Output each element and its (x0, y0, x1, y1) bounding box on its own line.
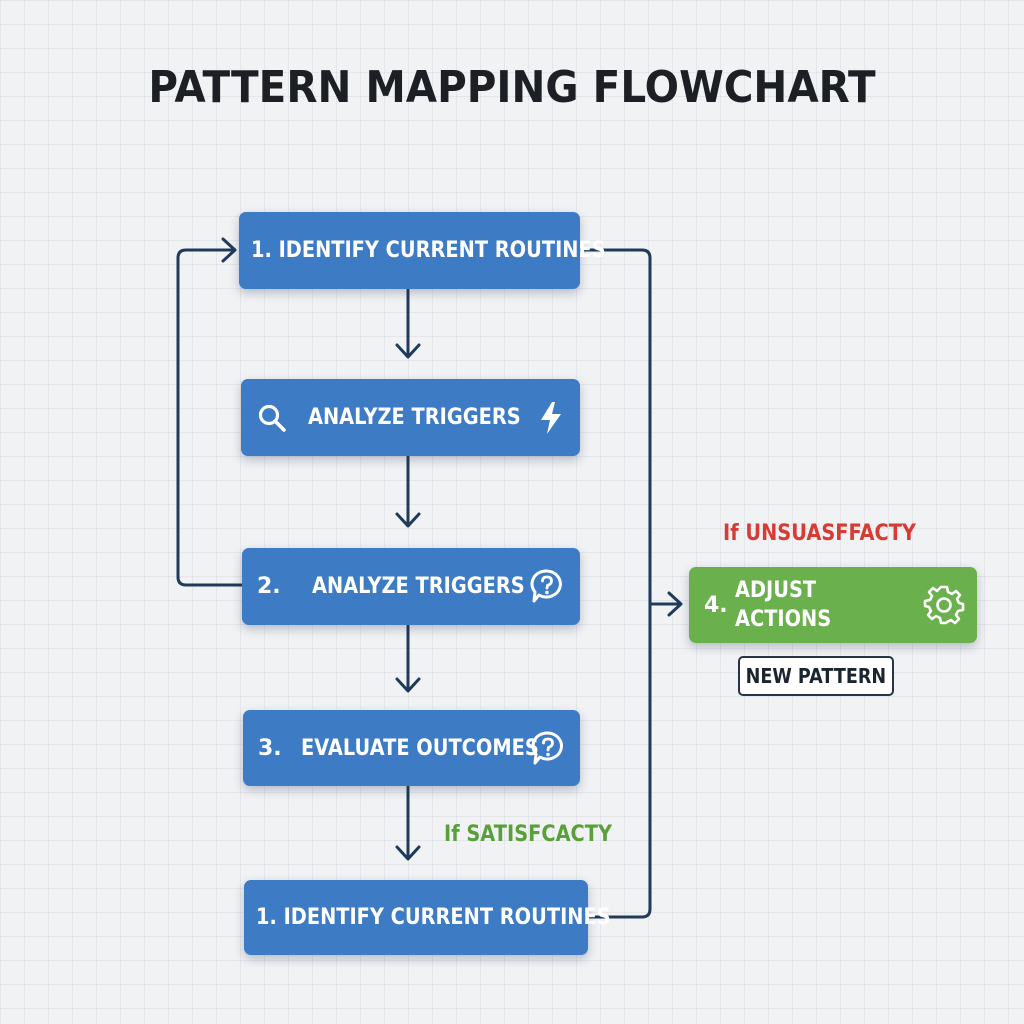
arrow-identify-to-analyze (395, 288, 421, 359)
gear-icon (923, 584, 965, 626)
step-label: 1. IDENTIFY CURRENT ROUTINES (251, 238, 606, 263)
step-label: ANALYZE TRIGGERS (312, 574, 525, 599)
condition-satisfactory: If SATISFCACTY (444, 822, 612, 847)
step-label-line-1: ADJUST (735, 578, 817, 603)
bus-to-adjust-actions (578, 248, 683, 919)
step-number: 2. (257, 574, 281, 599)
question-bubble-icon (528, 567, 566, 605)
arrow-step2-to-evaluate (395, 624, 421, 693)
arrow-evaluate-to-identify (395, 785, 421, 861)
step-2-analyze-triggers: 2. ANALYZE TRIGGERS (242, 548, 580, 625)
new-pattern-label: NEW PATTERN (745, 664, 887, 688)
condition-unsatisfactory: If UNSUASFFACTY (723, 521, 916, 546)
search-icon (257, 403, 287, 433)
step-number: 3. (258, 735, 282, 761)
step-4-adjust-actions: 4. ADJUST ACTIONS (689, 567, 977, 643)
step-label-line-2: ACTIONS (735, 607, 832, 632)
arrow-analyze-to-step2 (395, 455, 421, 528)
new-pattern-tag: NEW PATTERN (738, 656, 894, 696)
question-bubble-icon (529, 729, 567, 767)
step-number: 4. (704, 592, 728, 618)
step-label: ADJUST ACTIONS (735, 576, 844, 634)
step-label: ANALYZE TRIGGERS (308, 405, 521, 430)
step-analyze-triggers-search: ANALYZE TRIGGERS (241, 379, 580, 456)
flowchart-title: PATTERN MAPPING FLOWCHART (148, 62, 876, 113)
step-identify-routines-bottom: 1. IDENTIFY CURRENT ROUTINES (244, 880, 611, 955)
loop-back-arrow (176, 237, 244, 587)
lightning-icon (539, 401, 563, 435)
step-label: 1. IDENTIFY CURRENT ROUTINES (256, 905, 611, 930)
step-3-evaluate-outcomes: 3. EVALUATE OUTCOMES (243, 710, 580, 786)
step-label: EVALUATE OUTCOMES (301, 735, 539, 761)
step-identify-routines-top: 1. IDENTIFY CURRENT ROUTINES (239, 212, 606, 289)
